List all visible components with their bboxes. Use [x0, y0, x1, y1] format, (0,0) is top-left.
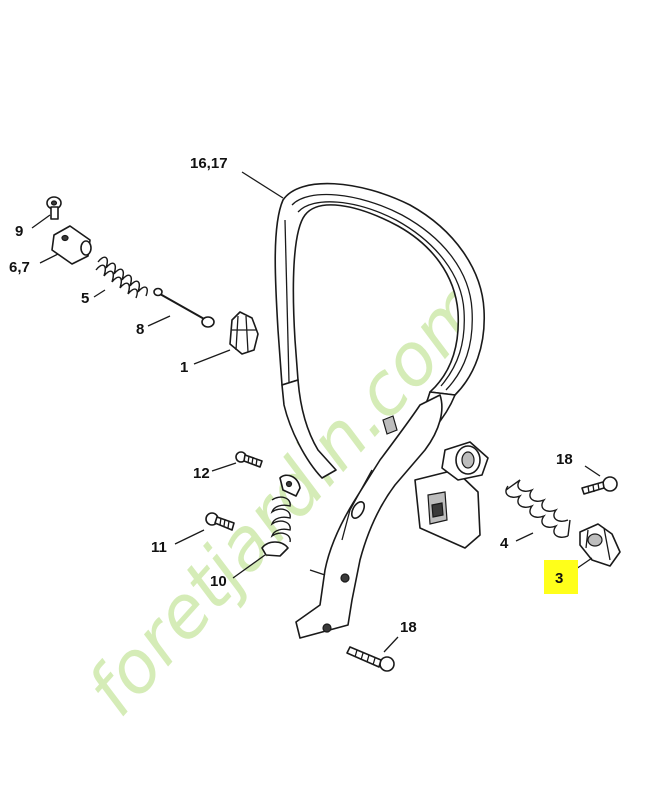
label-6-7: 6,7 — [9, 259, 30, 276]
leader-lines — [31, 171, 601, 653]
screw-part-12 — [235, 451, 263, 468]
nut-part-6-7 — [51, 225, 92, 265]
spring-part-10 — [261, 474, 301, 557]
screw-part-11 — [205, 512, 235, 531]
screw-part-18-upper — [581, 476, 618, 495]
label-4: 4 — [500, 535, 509, 552]
screw-part-18-lower — [346, 646, 395, 672]
screw-part-9 — [46, 196, 62, 220]
label-18-upper: 18 — [556, 451, 573, 468]
label-5: 5 — [81, 290, 89, 307]
label-1: 1 — [180, 359, 188, 376]
spring-part-4 — [505, 479, 571, 538]
label-3: 3 — [555, 570, 563, 587]
buffer-part-3 — [579, 523, 621, 567]
label-12: 12 — [193, 465, 210, 482]
label-8: 8 — [136, 321, 144, 338]
label-10: 10 — [210, 573, 227, 590]
label-18-lower: 18 — [400, 619, 417, 636]
label-9: 9 — [15, 223, 23, 240]
label-11: 11 — [151, 539, 167, 556]
label-3-highlight — [544, 560, 578, 594]
handlebar-part — [274, 182, 489, 639]
label-16-17: 16,17 — [190, 155, 228, 172]
buffer-part-1 — [229, 311, 259, 355]
part-labels: 16,17 9 6,7 5 8 1 12 11 10 18 4 3 18 — [9, 155, 578, 636]
spring-part-5 — [95, 256, 148, 299]
wire-part-8 — [153, 287, 215, 328]
